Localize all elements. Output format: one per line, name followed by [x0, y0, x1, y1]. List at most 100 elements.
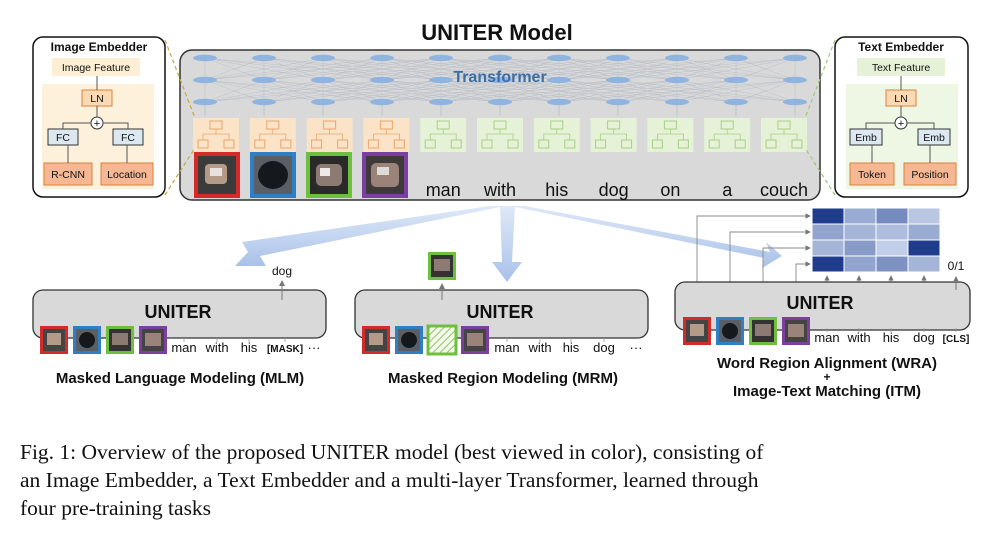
task-arrows	[235, 206, 782, 282]
svg-text:+: +	[94, 118, 100, 130]
alignment-link	[762, 245, 811, 290]
transformer-node	[370, 76, 394, 84]
alignment-link	[795, 261, 811, 290]
transformer-node	[547, 76, 571, 84]
image-ln-label: LN	[90, 93, 103, 105]
alignment-cell	[875, 223, 909, 241]
text-embedder-connector	[804, 39, 836, 196]
caption-line-1: Fig. 1: Overview of the proposed UNITER …	[20, 440, 764, 464]
wra-region-thumbs	[683, 317, 810, 345]
alignment-cell	[843, 255, 877, 273]
image-embedder-connector	[164, 39, 196, 196]
transformer-node	[606, 54, 630, 62]
wra-uniter-label: UNITER	[787, 293, 854, 313]
transformer-node	[488, 98, 512, 106]
mrm-task-name: Masked Region Modeling (MRM)	[388, 370, 618, 387]
word-token: dog	[599, 180, 629, 200]
text-embedding-cell	[533, 118, 580, 152]
transformer-node	[311, 54, 335, 62]
svg-text:Location: Location	[107, 169, 147, 181]
task-token: ···	[308, 340, 321, 355]
word-token: with	[483, 180, 516, 200]
svg-text:FC: FC	[121, 132, 135, 144]
alignment-cell	[811, 223, 845, 241]
image-embedder: Image Embedder Image Feature LN + FC FC …	[32, 36, 166, 198]
transformer-node	[252, 76, 276, 84]
alignment-cell	[843, 239, 877, 257]
figure-caption: Fig. 1: Overview of the proposed UNITER …	[20, 438, 980, 522]
transformer-node	[370, 54, 394, 62]
mrm-region-thumbs	[362, 324, 489, 356]
word-token: his	[545, 180, 568, 200]
wra-task-name: Word Region Alignment (WRA)	[717, 355, 937, 372]
task-token: his	[883, 330, 900, 345]
text-feature-box	[857, 58, 945, 76]
task-token: [MASK]	[267, 344, 303, 355]
transformer-node	[665, 76, 689, 84]
wra-uniter-box	[674, 281, 971, 331]
itm-output-label: 0/1	[948, 259, 965, 273]
transformer-nodes	[193, 54, 807, 106]
image-regions	[194, 152, 408, 198]
alignment-cell	[843, 207, 877, 225]
alignment-cell	[907, 255, 941, 273]
image-feature-box	[52, 58, 140, 76]
task-token: man	[494, 340, 519, 355]
svg-text:LN: LN	[894, 93, 907, 105]
region-thumb-green	[306, 152, 352, 198]
region-thumb-red	[194, 152, 240, 198]
word-token: man	[426, 180, 461, 200]
alignment-cell	[907, 207, 941, 225]
svg-text:FC: FC	[56, 132, 70, 144]
transformer-node	[724, 98, 748, 106]
transformer-node	[783, 54, 807, 62]
task-token: his	[563, 340, 580, 355]
text-embedder-title: Text Embedder	[858, 40, 944, 54]
image-embedder-title: Image Embedder	[51, 40, 148, 54]
arrow-to-mrm	[492, 206, 522, 282]
text-feature-label: Text Feature	[872, 62, 931, 74]
diagram-title: UNITER Model	[421, 20, 573, 45]
arrow-to-mlm	[235, 206, 505, 266]
transformer-node	[429, 54, 453, 62]
svg-text:Token: Token	[858, 169, 886, 181]
transformer-label: Transformer	[453, 69, 546, 86]
region-thumb-purple	[362, 152, 408, 198]
transformer-node	[311, 76, 335, 84]
word-token: on	[660, 180, 680, 200]
masked-region-icon	[426, 324, 458, 356]
task-token: man	[814, 330, 839, 345]
text-embedding-cell	[590, 118, 637, 152]
svg-text:+: +	[898, 118, 904, 130]
transformer-node	[724, 76, 748, 84]
task-token: ···	[630, 340, 643, 355]
transformer-node	[488, 76, 512, 84]
image-feature-label: Image Feature	[62, 62, 130, 74]
task-token: with	[204, 340, 228, 355]
mrm-uniter-label: UNITER	[467, 302, 534, 322]
alignment-link	[696, 213, 811, 290]
transformer-node	[429, 76, 453, 84]
task-token: dog	[593, 340, 615, 355]
transformer-node	[547, 54, 571, 62]
transformer-node	[193, 76, 217, 84]
transformer-node	[665, 54, 689, 62]
image-embedding-cell	[249, 118, 296, 152]
transformer-node	[370, 98, 394, 106]
mrm-output-thumb	[428, 252, 456, 280]
task-token: dog	[913, 330, 935, 345]
alignment-cell	[843, 223, 877, 241]
text-embedding-cell	[647, 118, 694, 152]
svg-text:Emb: Emb	[923, 132, 945, 144]
task-token: his	[241, 340, 258, 355]
transformer-node	[252, 54, 276, 62]
transformer-node	[606, 98, 630, 106]
transformer-node	[193, 98, 217, 106]
text-embedding-cell	[704, 118, 751, 152]
